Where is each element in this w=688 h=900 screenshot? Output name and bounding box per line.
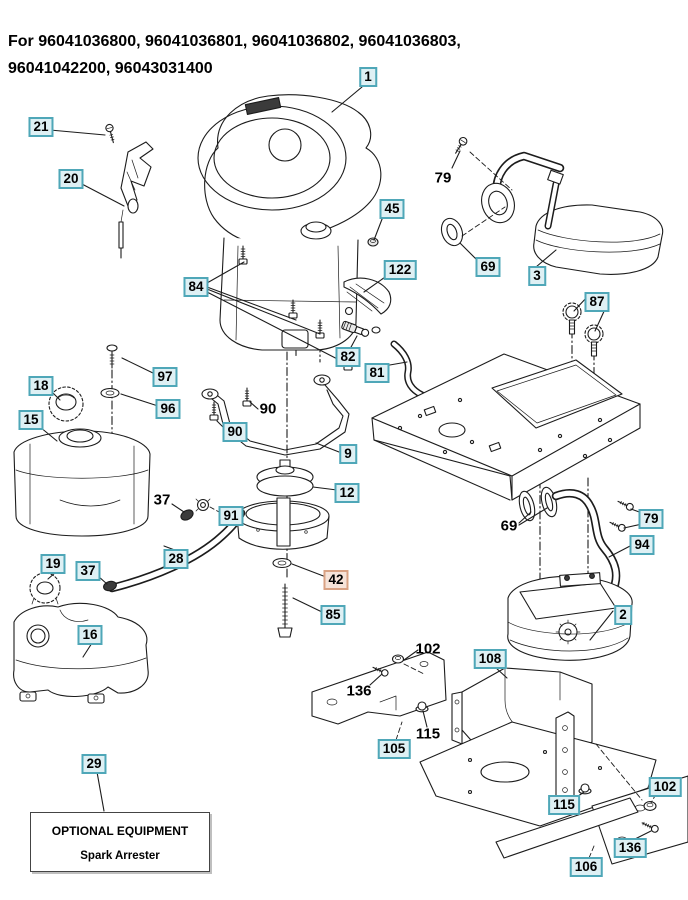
exhaust-assembly-sketch <box>440 136 664 275</box>
callout-69: 69 <box>500 517 518 535</box>
fuel-tank-sketch <box>13 344 151 537</box>
callout-20[interactable]: 20 <box>58 169 84 189</box>
callout-85[interactable]: 85 <box>320 605 346 625</box>
callout-90: 90 <box>259 400 277 418</box>
callout-90[interactable]: 90 <box>222 422 248 442</box>
callout-29[interactable]: 29 <box>81 754 107 774</box>
callout-15[interactable]: 15 <box>18 410 44 430</box>
callout-96[interactable]: 96 <box>155 399 181 419</box>
callout-37[interactable]: 37 <box>75 561 101 581</box>
callout-81[interactable]: 81 <box>364 363 390 383</box>
chassis-plate-sketch <box>371 302 641 501</box>
callout-115[interactable]: 115 <box>548 795 580 815</box>
guard-rod-sketch <box>201 374 350 456</box>
callout-105[interactable]: 105 <box>377 739 411 759</box>
callout-82[interactable]: 82 <box>335 347 361 367</box>
callout-2[interactable]: 2 <box>614 605 632 625</box>
callout-16[interactable]: 16 <box>77 625 103 645</box>
title-line-1: For 96041036800, 96041036801, 9604103680… <box>8 33 461 50</box>
callout-106[interactable]: 106 <box>569 857 603 877</box>
callout-79[interactable]: 79 <box>638 509 664 529</box>
callout-79: 79 <box>434 169 452 187</box>
callout-69[interactable]: 69 <box>475 257 501 277</box>
muffler-sketch <box>507 486 634 661</box>
callout-94[interactable]: 94 <box>629 535 655 555</box>
callout-136: 136 <box>346 682 372 700</box>
model-list-title: For 96041036800, 96041036801, 9604103680… <box>8 28 461 82</box>
throttle-control-sketch <box>105 123 154 259</box>
callout-102[interactable]: 102 <box>648 777 682 797</box>
callout-28[interactable]: 28 <box>163 549 189 569</box>
callout-21[interactable]: 21 <box>28 117 54 137</box>
callout-42[interactable]: 42 <box>323 570 349 590</box>
optional-equipment-box: OPTIONAL EQUIPMENT Spark Arrester <box>30 812 210 872</box>
callout-102: 102 <box>415 640 441 658</box>
optional-equipment-subtitle: Spark Arrester <box>80 850 160 862</box>
callout-91[interactable]: 91 <box>218 506 244 526</box>
callout-1[interactable]: 1 <box>359 67 377 87</box>
callout-97[interactable]: 97 <box>152 367 178 387</box>
engine-sketch <box>197 94 426 399</box>
callout-45[interactable]: 45 <box>379 199 405 219</box>
reserve-tank-sketch <box>13 572 149 704</box>
callout-84[interactable]: 84 <box>183 277 209 297</box>
heat-shield-sketch <box>311 651 688 865</box>
title-line-2: 96041042200, 96043031400 <box>8 60 213 77</box>
callout-3[interactable]: 3 <box>528 266 546 286</box>
callout-19[interactable]: 19 <box>40 554 66 574</box>
callout-18[interactable]: 18 <box>28 376 54 396</box>
callout-122[interactable]: 122 <box>383 260 417 280</box>
callout-37: 37 <box>153 491 171 509</box>
callout-9[interactable]: 9 <box>339 444 357 464</box>
callout-108[interactable]: 108 <box>473 649 507 669</box>
callout-136[interactable]: 136 <box>613 838 647 858</box>
callout-87[interactable]: 87 <box>584 292 610 312</box>
callout-12[interactable]: 12 <box>334 483 360 503</box>
optional-equipment-title: OPTIONAL EQUIPMENT <box>51 824 189 838</box>
callout-115: 115 <box>415 725 441 743</box>
pulley-sketch <box>236 459 330 638</box>
